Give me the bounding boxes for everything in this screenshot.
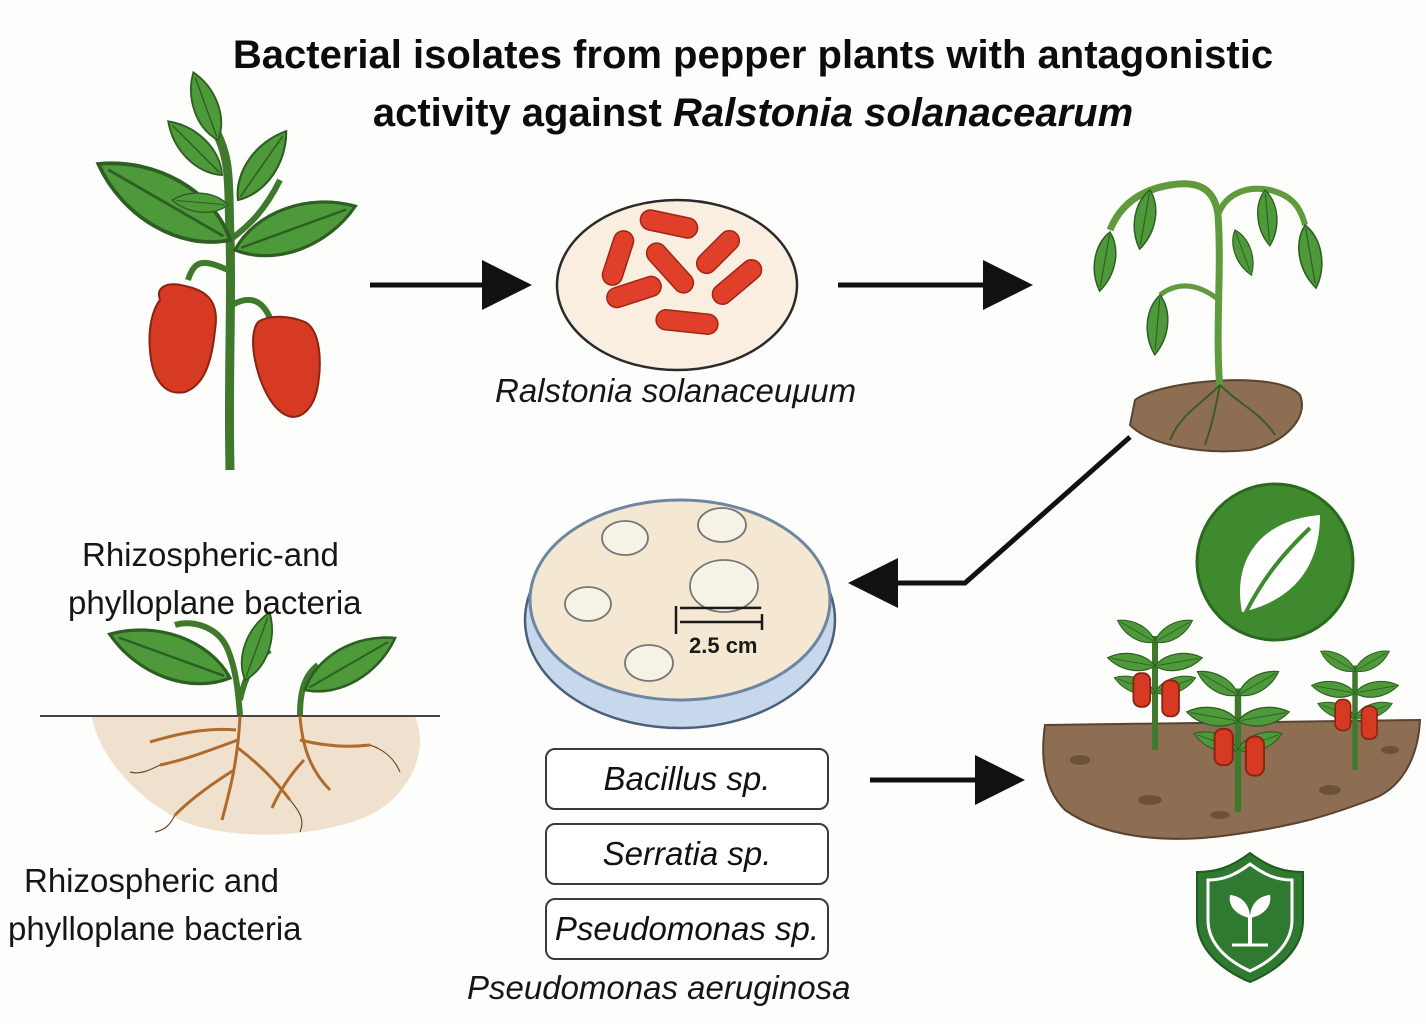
bottom-species-label: Pseudomonas aeruginosa [467,969,851,1006]
arrow-to-petri-dish [848,435,1132,608]
isolate-chip: Serratia sp. [545,823,829,885]
bacteria-culture-icon [555,198,799,372]
group-label-upper-2: phylloplane bacteria [68,584,362,621]
isolate-chip: Bacillus sp. [545,748,829,810]
title-line-1: Bacterial isolates from pepper plants wi… [232,33,1274,77]
isolate-chip: Pseudomonas sp. [545,898,829,960]
pathogen-label: Ralstonia solanaceuμum [495,372,857,409]
title-line-2-plain: activity against [372,91,673,135]
shield-sprout-icon [1196,851,1304,984]
group-label-upper-1: Rhizospheric-and [82,536,339,573]
title-line-2: activity against Ralstonia solanacearum [0,84,1426,142]
leaf-badge-icon [1195,482,1355,642]
petri-dish-icon [523,498,837,730]
group-label-lower-2: phylloplane bacteria [8,910,302,947]
title-line-2-italic: Ralstonia solanacearum [672,91,1134,135]
seedling-roots-icon [40,607,440,835]
diagram-title: Bacterial isolates from pepper plants wi… [0,26,1426,142]
wilted-plant-icon [1088,180,1328,453]
scale-label: 2.5 cm [689,633,758,658]
pepper-plant-icon [83,67,365,471]
group-label-lower-1: Rhizospheric and [24,862,279,899]
healthy-pepper-field-icon [1042,614,1422,840]
